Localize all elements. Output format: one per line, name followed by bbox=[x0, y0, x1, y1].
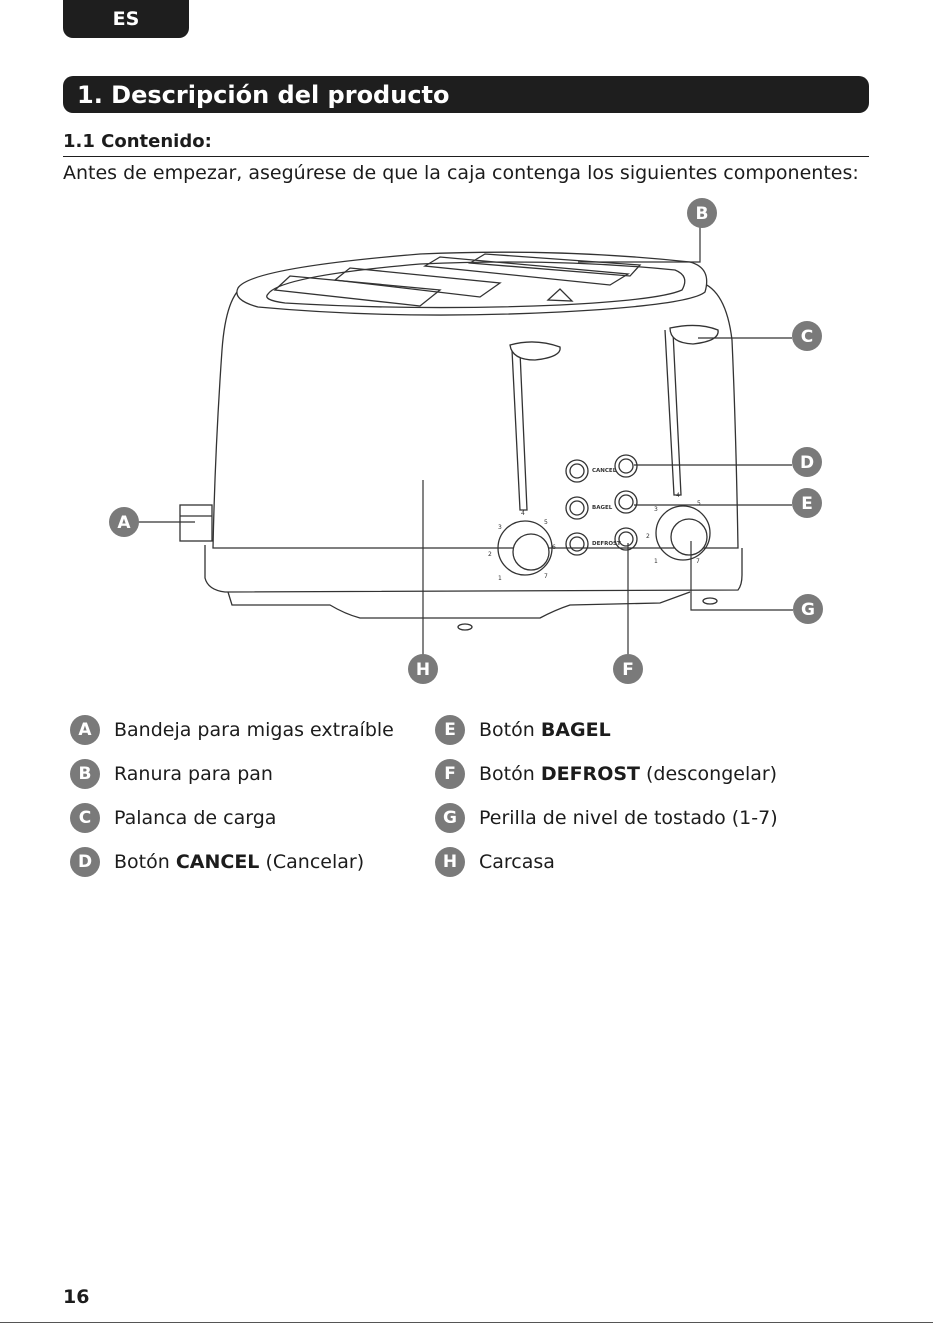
svg-text:D: D bbox=[800, 453, 814, 473]
panel-label-bagel: BAGEL bbox=[592, 505, 613, 511]
svg-text:C: C bbox=[801, 327, 813, 347]
legend-badge: H bbox=[435, 847, 465, 877]
legend-label: Botón CANCEL (Cancelar) bbox=[114, 851, 365, 873]
dial-number: 2 bbox=[646, 533, 650, 540]
legend-item-h: H Carcasa bbox=[435, 840, 778, 884]
svg-text:E: E bbox=[801, 494, 813, 514]
dial-number: 5 bbox=[544, 519, 548, 526]
dial-number: 3 bbox=[654, 506, 658, 513]
dial-number: 7 bbox=[544, 573, 548, 580]
legend-item-g: G Perilla de nivel de tostado (1-7) bbox=[435, 796, 778, 840]
dial-number: 4 bbox=[676, 492, 680, 499]
dial-number: 6 bbox=[552, 544, 556, 551]
callout-h: H bbox=[408, 654, 438, 684]
dial-number: 1 bbox=[498, 575, 502, 582]
legend-column-1: A Bandeja para migas extraíble B Ranura … bbox=[70, 708, 394, 884]
legend-label: Bandeja para migas extraíble bbox=[114, 719, 394, 741]
svg-text:B: B bbox=[696, 204, 709, 224]
subsection-heading: 1.1 Contenido: bbox=[63, 131, 869, 157]
legend-badge: A bbox=[70, 715, 100, 745]
legend-item-e: E Botón BAGEL bbox=[435, 708, 778, 752]
bottom-divider bbox=[0, 1322, 933, 1323]
callout-d: D bbox=[792, 447, 822, 477]
callout-e: E bbox=[792, 488, 822, 518]
language-tab: ES bbox=[63, 0, 189, 38]
dial-number: 7 bbox=[696, 558, 700, 565]
legend-label: Palanca de carga bbox=[114, 807, 277, 829]
legend-item-d: D Botón CANCEL (Cancelar) bbox=[70, 840, 394, 884]
svg-text:H: H bbox=[416, 660, 430, 680]
svg-text:G: G bbox=[801, 600, 815, 620]
legend-item-f: F Botón DEFROST (descongelar) bbox=[435, 752, 778, 796]
panel-label-cancel: CANCEL bbox=[592, 468, 617, 474]
legend-label: Botón BAGEL bbox=[479, 719, 611, 741]
legend-item-a: A Bandeja para migas extraíble bbox=[70, 708, 394, 752]
legend-item-b: B Ranura para pan bbox=[70, 752, 394, 796]
dial-number: 5 bbox=[697, 500, 701, 507]
legend-label: Botón DEFROST (descongelar) bbox=[479, 763, 778, 785]
legend-badge: G bbox=[435, 803, 465, 833]
legend-badge: D bbox=[70, 847, 100, 877]
dial-number: 1 bbox=[654, 558, 658, 565]
callout-c: C bbox=[792, 321, 822, 351]
callout-g: G bbox=[793, 594, 823, 624]
leader-lines bbox=[138, 227, 793, 655]
legend-badge: F bbox=[435, 759, 465, 789]
callout-b: B bbox=[687, 198, 717, 228]
legend-label: Ranura para pan bbox=[114, 763, 273, 785]
section-title: 1. Descripción del producto bbox=[63, 76, 869, 113]
toaster-diagram: CANCEL BAGEL DEFROST 1 2 3 4 5 6 7 1 2 3… bbox=[109, 198, 823, 684]
legend-column-2: E Botón BAGEL F Botón DEFROST (descongel… bbox=[435, 708, 778, 884]
legend-label: Carcasa bbox=[479, 851, 555, 873]
legend-label: Perilla de nivel de tostado (1-7) bbox=[479, 807, 778, 829]
intro-text: Antes de empezar, asegúrese de que la ca… bbox=[63, 162, 859, 184]
page-number: 16 bbox=[63, 1286, 90, 1308]
toaster-body bbox=[179, 251, 743, 631]
callout-f: F bbox=[613, 654, 643, 684]
legend-badge: E bbox=[435, 715, 465, 745]
dial-number: 3 bbox=[498, 524, 502, 531]
legend-badge: B bbox=[70, 759, 100, 789]
callout-a: A bbox=[109, 507, 139, 537]
svg-text:A: A bbox=[117, 513, 131, 533]
dial-number: 4 bbox=[521, 510, 525, 517]
legend-item-c: C Palanca de carga bbox=[70, 796, 394, 840]
svg-text:F: F bbox=[622, 660, 634, 680]
dial-number: 2 bbox=[488, 551, 492, 558]
legend-badge: C bbox=[70, 803, 100, 833]
panel-label-defrost: DEFROST bbox=[592, 541, 621, 547]
